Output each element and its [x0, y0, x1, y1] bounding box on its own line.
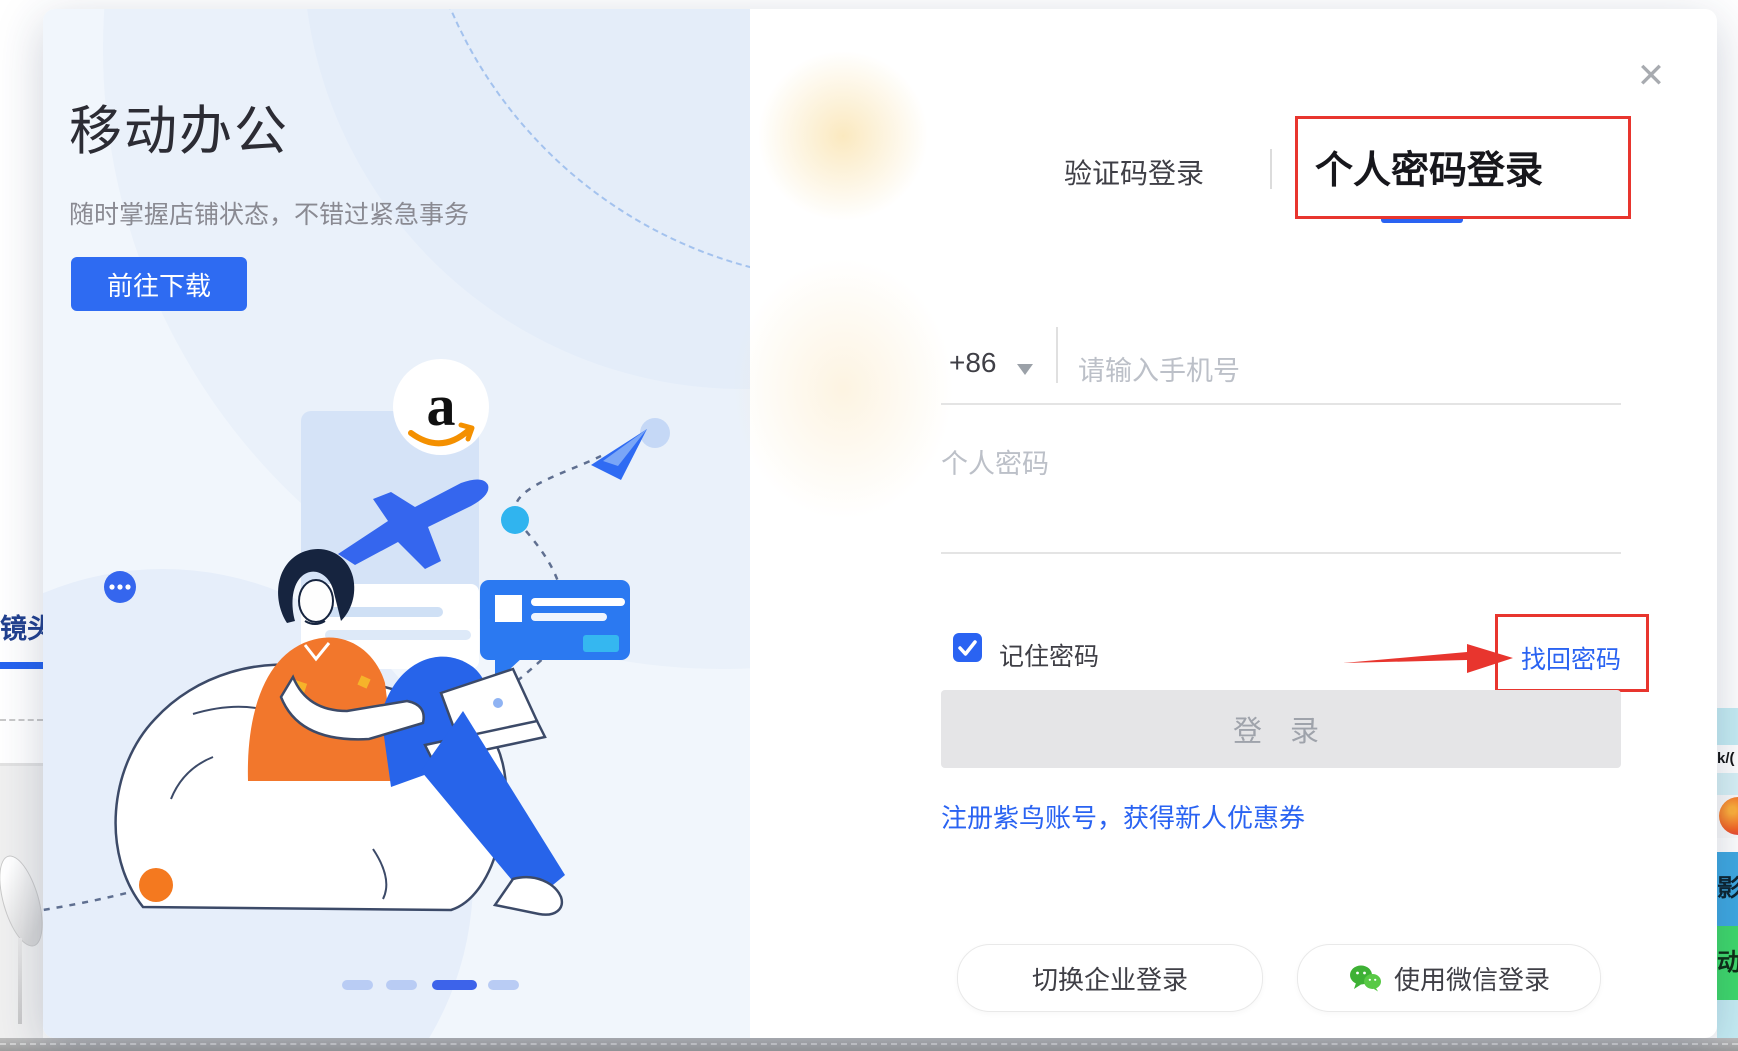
check-icon	[958, 640, 977, 656]
background-band	[1717, 708, 1738, 745]
carousel-dot-active[interactable]	[432, 980, 477, 990]
paper-plane-icon	[591, 418, 670, 480]
password-input-underline	[941, 552, 1621, 554]
download-button[interactable]: 前往下载	[71, 257, 247, 311]
background-product-photo	[0, 763, 52, 1041]
login-button[interactable]: 登 录	[941, 690, 1621, 768]
background-divider	[0, 719, 43, 721]
switch-enterprise-login-button[interactable]: 切换企业登录	[957, 944, 1263, 1012]
login-dialog: 移动办公 随时掌握店铺状态，不错过紧急事务 前往下载 a	[43, 9, 1717, 1038]
tab-divider	[1270, 149, 1272, 189]
promo-panel: 移动办公 随时掌握店铺状态，不错过紧急事务 前往下载 a	[43, 9, 750, 1038]
forgot-password-link[interactable]: 找回密码	[1521, 646, 1622, 674]
mobile-office-illustration: a	[43, 359, 670, 916]
background-page-heading: 镜头	[0, 614, 46, 644]
carousel-dot[interactable]	[386, 980, 417, 990]
register-link[interactable]: 注册紫鸟账号，获得新人优惠券	[941, 803, 1306, 833]
carousel-dot[interactable]	[488, 980, 519, 990]
wechat-login-button[interactable]: 使用微信登录	[1297, 944, 1601, 1012]
phone-input-underline	[941, 403, 1621, 405]
wechat-login-label: 使用微信登录	[1393, 964, 1550, 995]
waypoint-dot	[501, 506, 529, 534]
annotation-box-tab	[1295, 116, 1631, 219]
tab-password-login[interactable]: 个人密码登录	[1315, 150, 1544, 192]
phone-input[interactable]: 请输入手机号	[1078, 356, 1240, 386]
active-tab-indicator	[1381, 216, 1463, 223]
person-illustration	[247, 549, 565, 916]
background-band	[1717, 1000, 1738, 1038]
background-thumbnail-green: 动	[1717, 926, 1738, 1000]
tab-sms-login[interactable]: 验证码登录	[1064, 158, 1205, 189]
chevron-down-icon[interactable]	[1017, 364, 1033, 375]
promo-subtitle: 随时掌握店铺状态，不错过紧急事务	[69, 201, 470, 229]
promo-title: 移动办公	[69, 102, 289, 161]
airplane-icon	[338, 479, 489, 569]
close-icon[interactable]: ✕	[1636, 57, 1666, 95]
decor-glow	[758, 51, 928, 221]
page-bottom-scrollbar-strip	[0, 1038, 1738, 1051]
remember-password-checkbox[interactable]	[953, 633, 982, 662]
mirror-stand	[18, 938, 22, 1024]
background-right-column: k/( 影 动	[1717, 0, 1738, 1051]
annotation-arrow	[1343, 644, 1513, 673]
background-band	[1717, 838, 1738, 852]
background-text-snippet: k/(	[1717, 745, 1738, 773]
amazon-logo: a	[393, 359, 489, 455]
background-tab-underline	[0, 662, 46, 669]
svg-text:a: a	[427, 373, 456, 438]
input-divider	[1056, 327, 1058, 383]
background-band	[1717, 773, 1738, 795]
decor-glow	[733, 259, 953, 519]
background-logo-thumbnail	[1717, 795, 1738, 838]
remember-password-label: 记住密码	[999, 643, 1100, 671]
ellipsis-bubble-icon	[104, 571, 136, 603]
chat-bubble-icon	[480, 580, 630, 683]
browser-logo-icon	[1719, 797, 1738, 835]
wechat-icon	[1349, 965, 1381, 992]
orange-dot	[139, 868, 173, 902]
country-code-selector[interactable]: +86	[949, 347, 997, 378]
switch-enterprise-login-label: 切换企业登录	[1031, 964, 1188, 995]
background-thumbnail-blue: 影	[1717, 852, 1738, 926]
carousel-dot[interactable]	[342, 980, 373, 990]
password-input[interactable]: 个人密码	[941, 449, 1049, 479]
